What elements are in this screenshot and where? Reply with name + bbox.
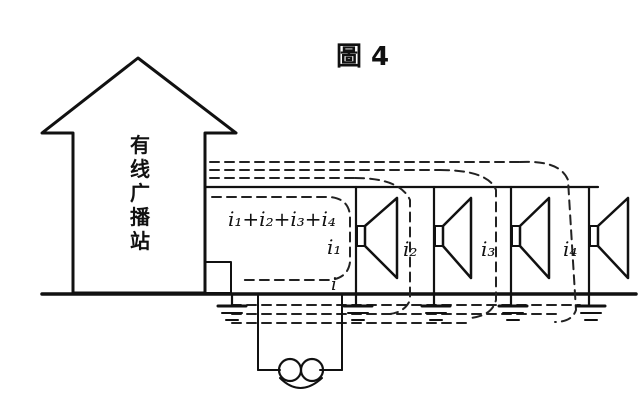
speaker-4 bbox=[575, 185, 630, 321]
earphone-left-icon bbox=[277, 357, 303, 383]
transmitter-box bbox=[204, 261, 232, 294]
station-label-char-2: 线 bbox=[130, 157, 150, 181]
broadcast-station: 有 线 广 播 站 bbox=[40, 56, 238, 295]
current-label-sum: i₁+i₂+i₃+i₄ bbox=[228, 207, 336, 231]
current-paths-upper bbox=[209, 160, 578, 323]
station-ground bbox=[216, 292, 248, 321]
current-label-i2: i₂ bbox=[403, 237, 417, 261]
station-label-char-4: 播 bbox=[130, 205, 151, 229]
current-label-i1: i₁ bbox=[327, 235, 341, 259]
station-label-char-3: 广 bbox=[130, 181, 150, 205]
speaker-1 bbox=[342, 185, 399, 321]
station-label-char-5: 站 bbox=[130, 229, 150, 253]
current-label-i4: i₄ bbox=[563, 237, 577, 261]
current-path-sum bbox=[211, 196, 351, 281]
current-label-i3: i₃ bbox=[481, 237, 495, 261]
speaker-3 bbox=[497, 185, 551, 321]
earphone-right-icon bbox=[299, 357, 325, 383]
station-label: 有 线 广 播 站 bbox=[130, 133, 151, 253]
headphone-loop bbox=[257, 293, 343, 389]
current-label-return: i bbox=[331, 274, 337, 295]
station-label-char-1: 有 bbox=[130, 133, 150, 157]
figure-title: 圖 4 bbox=[336, 42, 389, 72]
speaker-2 bbox=[420, 185, 473, 321]
